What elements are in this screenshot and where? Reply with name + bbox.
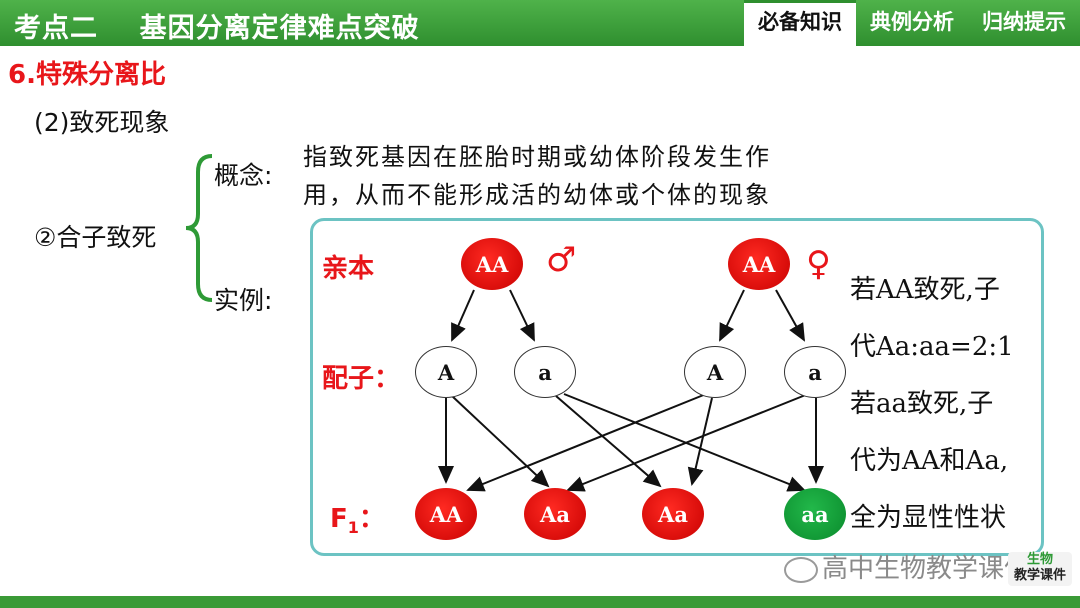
arrow-gamete-to-f1 bbox=[563, 393, 806, 492]
gamete-node: a bbox=[514, 346, 576, 398]
tab-bar: 必备知识 典例分析 归纳提示 bbox=[744, 0, 1080, 46]
offspring-node: Aa bbox=[524, 488, 586, 540]
note-line: 代为AA和Aa, bbox=[850, 446, 1009, 476]
offspring-node-recessive: aa bbox=[784, 488, 846, 540]
arrow-gamete-to-f1 bbox=[687, 397, 713, 486]
logo-text-bottom: 教学课件 bbox=[1013, 568, 1066, 583]
watermark-text: 高中生物教学课件 bbox=[822, 554, 1031, 584]
f1-subscript: 1 bbox=[347, 518, 359, 538]
tab-example-analysis[interactable]: 典例分析 bbox=[870, 10, 954, 34]
arrow-gamete-to-f1 bbox=[555, 395, 662, 488]
parent-row-label: 亲本 bbox=[322, 254, 375, 284]
male-symbol-icon: ♂ bbox=[546, 240, 577, 280]
concept-label: 概念: bbox=[214, 161, 273, 190]
tab-required-knowledge[interactable]: 必备知识 bbox=[744, 0, 856, 46]
female-symbol-icon: ♀ bbox=[806, 244, 831, 284]
arrow-gamete-to-f1 bbox=[466, 393, 707, 492]
example-label: 实例: bbox=[214, 286, 273, 315]
tab-summary-tips[interactable]: 归纳提示 bbox=[982, 10, 1066, 34]
note-line: 若aa致死,子 bbox=[850, 389, 994, 419]
offspring-node: Aa bbox=[642, 488, 704, 540]
arrow-gamete-to-f1 bbox=[566, 393, 809, 492]
gamete-node: a bbox=[784, 346, 846, 398]
note-line: 代Aa:aa=2:1 bbox=[850, 332, 1014, 362]
footer-bar bbox=[0, 596, 1080, 608]
arrow-parent-to-gamete bbox=[775, 289, 805, 342]
arrow-parent-to-gamete bbox=[509, 289, 535, 342]
offspring-node: AA bbox=[415, 488, 477, 540]
f1-colon: ： bbox=[358, 504, 385, 534]
explanation-note: 若AA致死,子 代Aa:aa=2:1 若aa致死,子 代为AA和Aa, 全为显性… bbox=[850, 262, 1050, 547]
arrow-parent-to-gamete bbox=[719, 289, 745, 342]
header-bar: 考点二 基因分离定律难点突破 必备知识 典例分析 归纳提示 bbox=[0, 0, 1080, 46]
f1-row-label: F1： bbox=[330, 498, 385, 537]
arrow-parent-to-gamete bbox=[451, 289, 475, 342]
concept-line: 用，从而不能形成活的幼体或个体的现象 bbox=[303, 181, 771, 209]
concept-line: 指致死基因在胚胎时期或幼体阶段发生作 bbox=[303, 143, 771, 171]
note-line: 若AA致死,子 bbox=[850, 275, 1000, 305]
gamete-row-label: 配子： bbox=[322, 364, 401, 394]
parent-node-female: AA bbox=[728, 238, 790, 290]
concept-text: 指致死基因在胚胎时期或幼体阶段发生作 用，从而不能形成活的幼体或个体的现象 bbox=[303, 138, 883, 214]
gamete-node: A bbox=[415, 346, 477, 398]
logo-text-top: 生物 bbox=[1026, 552, 1053, 567]
arrow-gamete-to-f1 bbox=[451, 395, 550, 488]
f1-letter: F bbox=[330, 504, 348, 534]
header-title: 考点二 基因分离定律难点突破 bbox=[14, 13, 420, 44]
section-title: 6.特殊分离比 bbox=[8, 60, 166, 90]
green-brace-icon bbox=[185, 154, 213, 302]
watermark-logo: 生物 教学课件 bbox=[1008, 552, 1072, 586]
watermark: 高中生物教学课件 bbox=[784, 548, 1030, 585]
zygote-lethal-label: ②合子致死 bbox=[34, 223, 157, 252]
gamete-node: A bbox=[684, 346, 746, 398]
sub-title: (2)致死现象 bbox=[34, 108, 170, 137]
parent-node-male: AA bbox=[461, 238, 523, 290]
note-line: 全为显性性状 bbox=[850, 503, 1007, 533]
wechat-icon bbox=[784, 556, 818, 583]
